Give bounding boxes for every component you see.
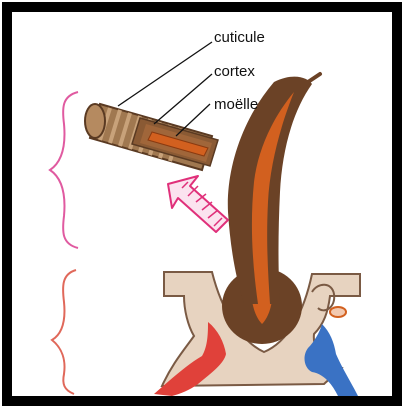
pink-hatched-arrow-icon (168, 176, 228, 232)
cylinder-left-cap (85, 104, 105, 138)
hair-cross-section (85, 104, 218, 170)
lower-brace (52, 270, 76, 394)
gland-core (330, 307, 346, 317)
label-medulla: moëlle (214, 96, 258, 113)
upper-brace (50, 92, 78, 248)
hair-structure-diagram: cuticule cortex moëlle (12, 12, 392, 396)
label-cuticle: cuticule (214, 29, 265, 46)
cuticle-leader-line (118, 42, 212, 106)
cortex-leader-line (154, 74, 212, 124)
label-cortex: cortex (214, 63, 255, 80)
